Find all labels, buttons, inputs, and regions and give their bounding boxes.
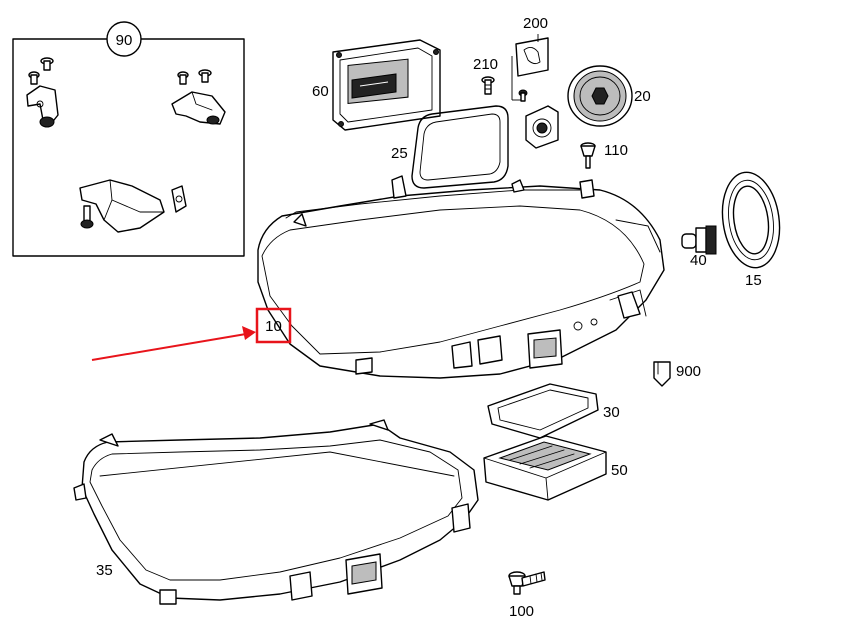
headlamp-housing xyxy=(257,175,665,379)
inset-mounting-kit: 90 xyxy=(12,21,245,257)
label-40[interactable]: 40 xyxy=(690,252,707,269)
label-50[interactable]: 50 xyxy=(611,462,628,479)
lens-cover-35: 35 xyxy=(73,419,479,605)
part-200-group: 200 xyxy=(511,15,559,149)
bracket-left-part xyxy=(26,57,59,128)
label-200[interactable]: 200 xyxy=(523,15,548,32)
cover-cap-20: 20 xyxy=(567,65,651,127)
seal-ring-15: 15 xyxy=(721,171,781,289)
screw-110: 110 xyxy=(580,142,628,169)
label-35[interactable]: 35 xyxy=(96,562,113,579)
label-210[interactable]: 210 xyxy=(473,56,498,73)
label-110[interactable]: 110 xyxy=(604,142,628,159)
control-unit-50: 50 xyxy=(483,435,628,501)
bulb-40: 40 xyxy=(681,225,717,269)
screw-210: 210 xyxy=(473,56,498,95)
label-15[interactable]: 15 xyxy=(745,272,762,289)
label-25[interactable]: 25 xyxy=(391,145,408,162)
label-90[interactable]: 90 xyxy=(116,32,133,49)
control-unit-60: 60 xyxy=(312,39,441,131)
label-100[interactable]: 100 xyxy=(509,603,534,620)
label-900[interactable]: 900 xyxy=(676,363,701,380)
screw-100: 100 xyxy=(508,571,546,620)
label-20[interactable]: 20 xyxy=(634,88,651,105)
gasket-25: 25 xyxy=(391,105,509,189)
bracket-right-part xyxy=(171,69,226,125)
bracket-bottom-part xyxy=(79,179,187,233)
label-60[interactable]: 60 xyxy=(312,83,329,100)
highlight-part-10: 10 xyxy=(91,307,292,361)
label-10[interactable]: 10 xyxy=(265,318,282,335)
label-30[interactable]: 30 xyxy=(603,404,620,421)
connector-900: 900 xyxy=(653,361,701,387)
gasket-30: 30 xyxy=(487,383,620,439)
